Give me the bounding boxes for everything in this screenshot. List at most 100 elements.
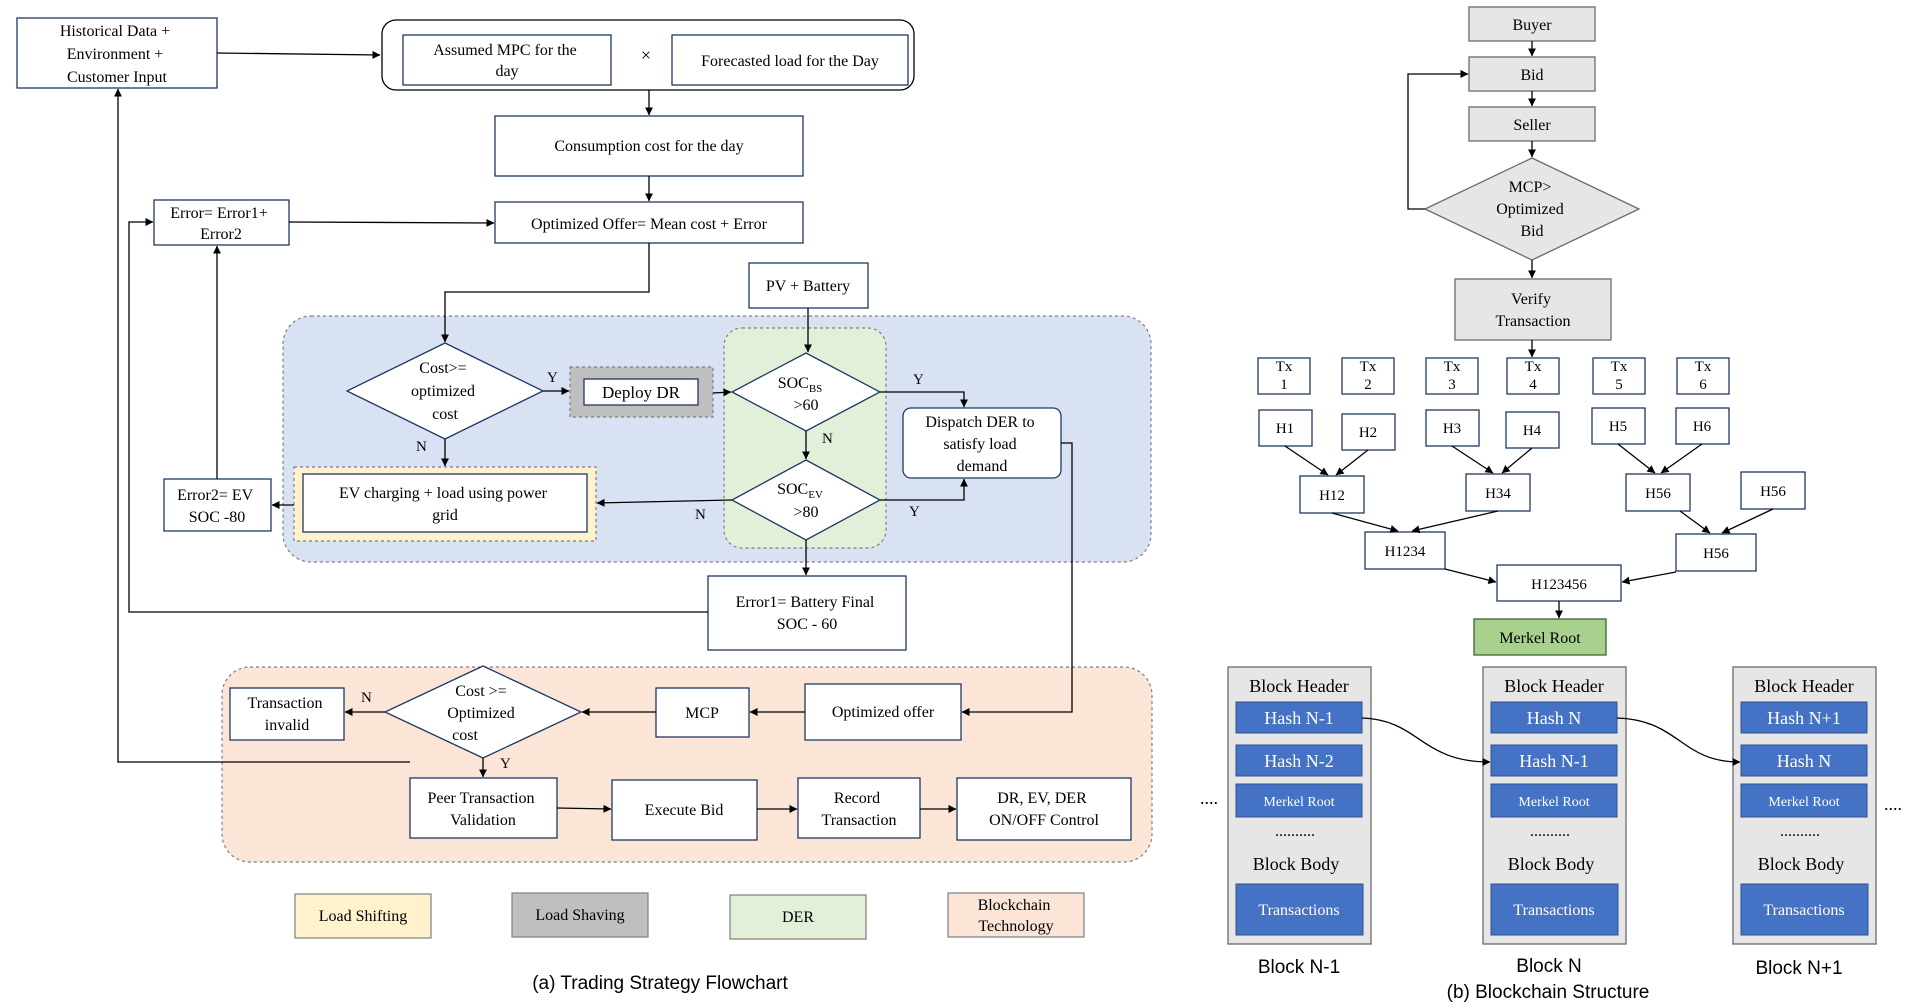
blockchain-caption: (b) Blockchain Structure xyxy=(1447,982,1650,1003)
chain-link-1 xyxy=(1361,717,1491,766)
control-box xyxy=(956,777,1132,841)
deploy-dr-text: Deploy DR xyxy=(602,383,681,402)
h5-box xyxy=(1591,407,1646,445)
tx-5-num: 5 xyxy=(1615,377,1623,393)
assumed-mpc-line-2: day xyxy=(495,63,518,80)
tx-1-label: Tx xyxy=(1276,359,1293,375)
block-1-hash1 xyxy=(1235,701,1363,734)
execute-bid-text: Execute Bid xyxy=(645,802,724,819)
h1234-text: H1234 xyxy=(1385,544,1426,560)
svg-text:MCP> Optimized Bid: MCP> Optimized Bid xyxy=(1496,179,1568,240)
historical-line-2: Environment + xyxy=(67,46,164,63)
merkel-root-box xyxy=(1473,618,1607,656)
h3-text: H3 xyxy=(1443,421,1461,437)
pv-battery-text: PV + Battery xyxy=(766,278,850,295)
merkel-root-text: Merkel Root xyxy=(1499,630,1581,647)
control-line-2: ON/OFF Control xyxy=(989,812,1099,829)
block-3-transactions xyxy=(1740,883,1869,936)
mcp-text: MCP xyxy=(685,705,719,722)
block-3-hash2 xyxy=(1740,744,1868,777)
control-line-1: DR, EV, DER xyxy=(997,790,1087,807)
legend-blockchain-line-1: Blockchain xyxy=(978,897,1051,914)
block-2-hash1-text: Hash N xyxy=(1527,708,1582,728)
tx-4-label: Tx xyxy=(1525,359,1542,375)
peer-validation-box xyxy=(409,777,558,839)
seller-text: Seller xyxy=(1513,117,1551,134)
transaction-invalid-line-1: Transaction xyxy=(248,695,323,712)
tx-5-label: Tx xyxy=(1611,359,1628,375)
h56-text-a: H56 xyxy=(1645,486,1671,502)
block-3-merkel-text: Merkel Root xyxy=(1768,795,1839,810)
ev-charging-line-2: grid xyxy=(432,507,458,524)
label-cost-yes: Y xyxy=(547,370,558,386)
legend-load-shifting: Load Shifting xyxy=(319,908,407,925)
h34-text: H34 xyxy=(1485,486,1511,502)
label-socbs-yes: Y xyxy=(913,372,924,388)
error2-line-2: SOC -80 xyxy=(189,509,245,526)
svg-text:Peer Transaction Validat: Peer Transaction Validation xyxy=(427,790,538,829)
svg-text:Cost>= optimized c: Cost>= optimized cost xyxy=(411,360,479,423)
legend-der-swatch xyxy=(729,894,867,940)
h1-box xyxy=(1258,409,1313,447)
ellipsis-right: .... xyxy=(1884,794,1902,814)
optimized-offer-box xyxy=(494,201,804,244)
forecasted-load-text: Forecasted load for the Day xyxy=(701,53,879,70)
soc-ev-label: SOCEV xyxy=(777,481,823,501)
h1-text: H1 xyxy=(1276,421,1294,437)
legend-blockchain-swatch xyxy=(947,892,1085,938)
tx-1-num: 1 xyxy=(1280,377,1288,393)
svg-text:Assumed MPC for the day: Assumed MPC for the day xyxy=(433,42,581,80)
peer-validation-line-2: Validation xyxy=(450,812,516,829)
blockchain-structure: Buyer Bid Seller MCP> Optimized Bid Veri… xyxy=(1200,6,1902,1003)
tx-4-num: 4 xyxy=(1529,377,1537,393)
dispatch-line-2: satisfy load xyxy=(943,436,1016,453)
error1-line-1: Error1= Battery Final xyxy=(736,594,875,611)
block-1-label: Block N-1 xyxy=(1258,957,1340,978)
assumed-mpc-line-1: Assumed MPC for the xyxy=(433,42,577,59)
svg-text:Dispatch DER to satisfy: Dispatch DER to satisfy load demand xyxy=(925,414,1038,475)
block-1-hash2 xyxy=(1235,744,1363,777)
label-cost2-yes: Y xyxy=(500,756,511,772)
svg-text:Tx4: Tx 4 xyxy=(1525,359,1542,393)
legend-load-shaving-swatch xyxy=(511,892,649,938)
label-socev-no: N xyxy=(695,507,706,523)
label-cost-no: N xyxy=(416,439,427,455)
block-n: Block Header Hash N Hash N-1 Merkel Root… xyxy=(1482,666,1627,977)
block-2-transactions xyxy=(1490,883,1619,936)
dispatch-line-1: Dispatch DER to xyxy=(925,414,1034,431)
h6-text: H6 xyxy=(1693,419,1712,435)
historical-line-3: Customer Input xyxy=(67,69,168,86)
block-n-minus-1: Block Header Hash N-1 Hash N-2 Merkel Ro… xyxy=(1227,666,1372,978)
tx-3-num: 3 xyxy=(1448,377,1456,393)
h56-box-a xyxy=(1625,473,1691,512)
svg-text:DR, EV, DER ON/OFF Contr: DR, EV, DER ON/OFF Control xyxy=(989,790,1099,829)
svg-text:Historical Data + Enviro: Historical Data + Environment + Customer… xyxy=(60,23,174,86)
h5-text: H5 xyxy=(1609,419,1627,435)
error2-box xyxy=(163,478,272,532)
optimized-offer-text: Optimized Offer= Mean cost + Error xyxy=(531,216,768,233)
tx-2-label: Tx xyxy=(1360,359,1377,375)
block-n-plus-1: Block Header Hash N+1 Hash N Merkel Root… xyxy=(1732,666,1877,979)
block-1-merkel-text: Merkel Root xyxy=(1263,795,1334,810)
tx-3-label: Tx xyxy=(1444,359,1461,375)
h56-text-b: H56 xyxy=(1760,484,1786,500)
merkle-tree: H1 H2 H3 H4 H5 H6 H12 H34 H56 H56 H1234 … xyxy=(1258,340,1806,656)
verify-line-2: Transaction xyxy=(1496,313,1571,330)
block-2-transactions-text: Transactions xyxy=(1513,902,1594,919)
tx-1-box xyxy=(1257,357,1311,395)
h56-text-c: H56 xyxy=(1703,546,1729,562)
block-2-merkel xyxy=(1490,783,1618,818)
svg-text:Tx6: Tx6 xyxy=(1695,359,1712,393)
svg-text:Verify Transaction: Verify Transaction xyxy=(1496,291,1571,330)
block-3-hash1-text: Hash N+1 xyxy=(1767,708,1841,728)
h12-text: H12 xyxy=(1319,488,1345,504)
h2-text: H2 xyxy=(1359,425,1377,441)
legend-load-shifting-swatch xyxy=(294,893,432,939)
peer-validation-line-1: Peer Transaction xyxy=(427,790,534,807)
mcp-decision-line-2: Optimized xyxy=(1496,201,1564,218)
svg-text:Tx3: Tx 3 xyxy=(1444,359,1461,393)
pv-battery-box xyxy=(748,262,869,309)
block-2-hash2-text: Hash N-1 xyxy=(1519,751,1589,771)
label-socbs-no: N xyxy=(822,431,833,447)
